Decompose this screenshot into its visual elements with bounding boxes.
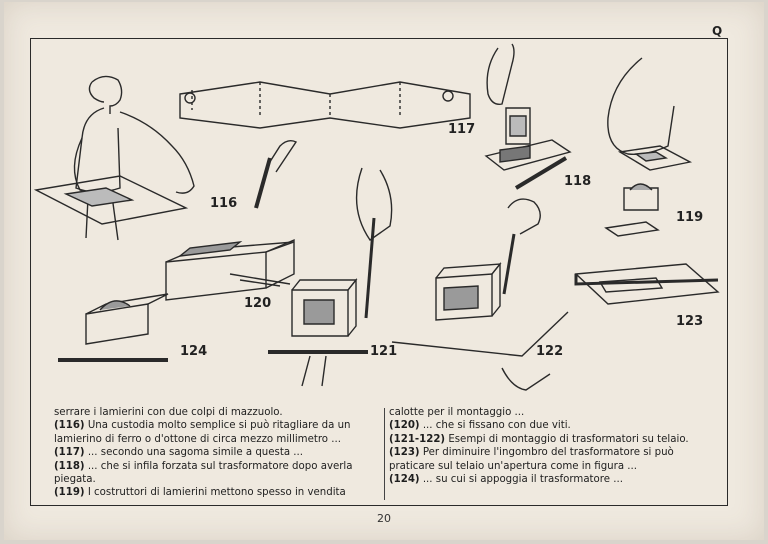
- caption-line: (124) ... su cui si appoggia il trasform…: [389, 474, 623, 486]
- caption-line: (121-122) Esempi di montaggio di trasfor…: [389, 433, 689, 445]
- book-page: Q: [4, 2, 764, 540]
- caption-line: piegata.: [54, 474, 96, 486]
- figure-label-122: 122: [536, 344, 564, 359]
- figure-120-drawing: [165, 139, 298, 301]
- technical-illustrations: [33, 43, 720, 391]
- caption-line: serrare i lamierini con due colpi di maz…: [54, 407, 283, 418]
- caption-column-right: calotte per il montaggio ... (120) ... c…: [389, 406, 714, 486]
- figure-119-drawing: [604, 57, 693, 237]
- caption-line: praticare sul telaio un'apertura come in…: [389, 460, 638, 472]
- corner-letter: Q: [712, 24, 723, 38]
- figure-label-119: 119: [676, 210, 704, 225]
- caption-text: serrare i lamierini con due colpi di maz…: [34, 406, 724, 502]
- figure-label-124: 124: [180, 344, 208, 359]
- figure-124-drawing: [58, 293, 169, 362]
- figure-116-drawing: [33, 75, 195, 241]
- figure-label-123: 123: [676, 314, 704, 329]
- figure-117-template: [179, 81, 471, 129]
- figure-label-118: 118: [564, 174, 592, 189]
- caption-line: calotte per il montaggio ...: [389, 407, 525, 418]
- caption-line: (118) ... che si infila forzata sul tras…: [54, 460, 353, 472]
- figure-123-drawing: [574, 263, 720, 305]
- caption-line: (119) I costruttori di lamierini mettono…: [54, 487, 346, 499]
- illustrations-area: 116 117 118 119 120 121 122 123 124: [30, 38, 726, 398]
- column-divider: [384, 408, 385, 500]
- page-frame: [30, 38, 728, 506]
- page-number: 20: [377, 512, 391, 525]
- caption-line: (123) Per diminuire l'ingombro del trasf…: [389, 447, 674, 459]
- caption-column-left: serrare i lamierini con due colpi di maz…: [54, 406, 384, 500]
- figure-122-drawing: [391, 198, 569, 391]
- caption-line: (116) Una custodia molto semplice si può…: [54, 420, 351, 432]
- figure-label-121: 121: [370, 344, 398, 359]
- caption-line: (120) ... che si fissano con due viti.: [389, 420, 571, 432]
- figure-121-drawing: [268, 167, 393, 387]
- figure-label-116: 116: [210, 196, 238, 211]
- figure-118-drawing: [484, 43, 572, 190]
- caption-line: (117) ... secondo una sagoma simile a qu…: [54, 447, 304, 459]
- caption-line: lamierino di ferro o d'ottone di circa m…: [54, 433, 341, 445]
- figure-label-120: 120: [244, 296, 272, 311]
- figure-label-117: 117: [448, 122, 476, 137]
